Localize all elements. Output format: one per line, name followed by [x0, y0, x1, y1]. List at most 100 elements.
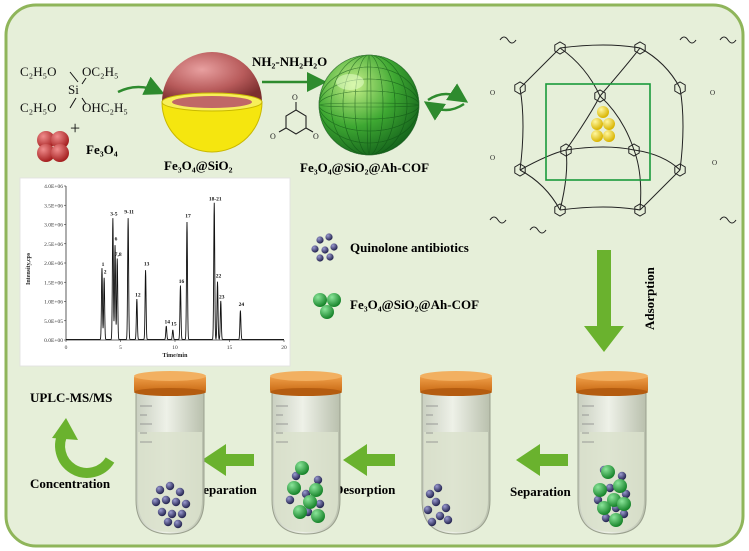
core-shell-label: Fe₃O₄@SiO₂ — [164, 158, 233, 173]
cof-particle — [601, 465, 615, 479]
peak-label: 17 — [185, 214, 191, 220]
chart-y-tick: 3.0E+06 — [44, 223, 63, 229]
desorption-label: Desorption — [334, 482, 396, 497]
peak-label: 14 — [165, 320, 171, 326]
peak-label: 3-5 — [110, 212, 118, 218]
chart-y-tick: 5.0E+05 — [44, 319, 63, 325]
quinolone-particle — [425, 489, 435, 499]
cof-sphere-icon — [318, 54, 420, 156]
adsorption-label: Adsorption — [642, 266, 657, 330]
quinolone-particle — [619, 509, 629, 519]
svg-text:O: O — [270, 132, 276, 141]
arrow-separation-left — [202, 444, 254, 476]
chart-y-tick: 4.0E+06 — [44, 184, 63, 190]
svg-text:O: O — [313, 132, 319, 141]
reagent-label: NH₂-NH₂H₂O — [252, 54, 327, 69]
quinolone-particle — [161, 495, 171, 505]
chart-x-tick: 15 — [227, 345, 233, 351]
svg-text:O: O — [490, 89, 495, 97]
quinolone-particle — [177, 509, 187, 519]
quinolone-particle — [163, 517, 173, 527]
quinolone-particle — [605, 483, 615, 493]
quinolone-particle — [601, 513, 611, 523]
tube-magnetic-separation — [420, 371, 492, 535]
peak-label: 1 — [102, 262, 105, 268]
quinolone-particle-icon — [311, 233, 338, 262]
arrow-separation-right — [516, 444, 568, 476]
quinolone-particle — [431, 497, 441, 507]
cof-particle — [597, 501, 611, 515]
tube-adsorption — [576, 371, 648, 535]
peak-label: 13 — [144, 262, 150, 268]
quinolone-particle — [291, 471, 301, 481]
quinolone-particle — [621, 489, 631, 499]
cof-particle — [609, 513, 623, 527]
chart-ylabel: Intensity,cps — [26, 252, 32, 285]
arrow-desorption — [343, 444, 395, 476]
fe3o4-cluster-icon — [37, 131, 69, 162]
concentration-label: Concentration — [30, 476, 111, 491]
gold-analyte-cluster — [591, 106, 615, 142]
cof-particle — [293, 505, 307, 519]
aldehyde-monomer: O O O — [270, 93, 319, 141]
quinolone-particle — [443, 515, 453, 525]
arrow-concentration-head — [52, 418, 78, 440]
quinolone-particle — [155, 485, 165, 495]
chart-y-tick: 0.0E+00 — [44, 338, 63, 344]
teos-right-1: OC₂H₅ — [82, 64, 119, 79]
legend-quinolone: Quinolone antibiotics — [311, 233, 469, 262]
quinolone-particle — [617, 471, 627, 481]
core-shell-sphere-icon — [161, 52, 263, 153]
teos-left-1: C₂H₅O — [20, 64, 57, 79]
peak-label: 23 — [219, 295, 225, 301]
quinolone-particle — [313, 475, 323, 485]
legend-quinolone-label: Quinolone antibiotics — [350, 240, 469, 255]
quinolone-particle — [171, 497, 181, 507]
peak-label: 24 — [239, 302, 245, 308]
svg-text:O: O — [710, 89, 715, 97]
peak-label: 12 — [135, 293, 141, 299]
chart-background — [19, 177, 291, 367]
quinolone-particle — [165, 481, 175, 491]
peak-label: 22 — [216, 273, 222, 279]
fe3o4-label: Fe₃O₄ — [86, 142, 118, 157]
quinolone-particle — [423, 505, 433, 515]
plus-sign: + — [70, 118, 80, 138]
cof-product-label: Fe₃O₄@SiO₂@Ah-COF — [300, 160, 429, 175]
chart-x-tick: 5 — [119, 345, 122, 351]
legend-cof: Fe₃O₄@SiO₂@Ah-COF — [313, 293, 479, 319]
chart-y-tick: 2.0E+06 — [44, 261, 63, 267]
teos-right-2: OHC₂H₅ — [82, 100, 128, 115]
separation-left-label: Separation — [196, 482, 257, 497]
svg-text:O: O — [292, 93, 298, 102]
quinolone-particle — [151, 497, 161, 507]
pore-highlight-box — [545, 83, 651, 181]
tube-desorption — [270, 371, 342, 535]
teos-si: Si — [68, 82, 79, 97]
cof-particle — [303, 495, 317, 509]
quinolone-particle — [433, 483, 443, 493]
quinolone-particle — [181, 499, 191, 509]
peak-label: 9-11 — [124, 210, 134, 216]
separation-right-label: Separation — [510, 484, 571, 499]
peak-label: 15 — [171, 321, 177, 327]
tube-cap — [270, 371, 342, 396]
quinolone-particle — [175, 487, 185, 497]
quinolone-particle — [593, 495, 603, 505]
quinolone-particle — [167, 509, 177, 519]
arrow-concentration — [55, 429, 115, 478]
tube-cap — [134, 371, 206, 396]
peak-label: 6 — [115, 237, 118, 243]
instrument-label: UPLC-MS/MS — [30, 390, 112, 405]
legend-cof-label: Fe₃O₄@SiO₂@Ah-COF — [350, 297, 479, 312]
cof-particle — [295, 461, 309, 475]
chart-y-tick: 2.5E+06 — [44, 242, 63, 248]
peak-label: 2 — [104, 269, 107, 275]
arrow-cof-to-structure — [427, 83, 469, 103]
cof-particle — [311, 509, 325, 523]
chart-y-tick: 1.0E+06 — [44, 300, 63, 306]
teos-left-2: C₂H₅O — [20, 100, 57, 115]
